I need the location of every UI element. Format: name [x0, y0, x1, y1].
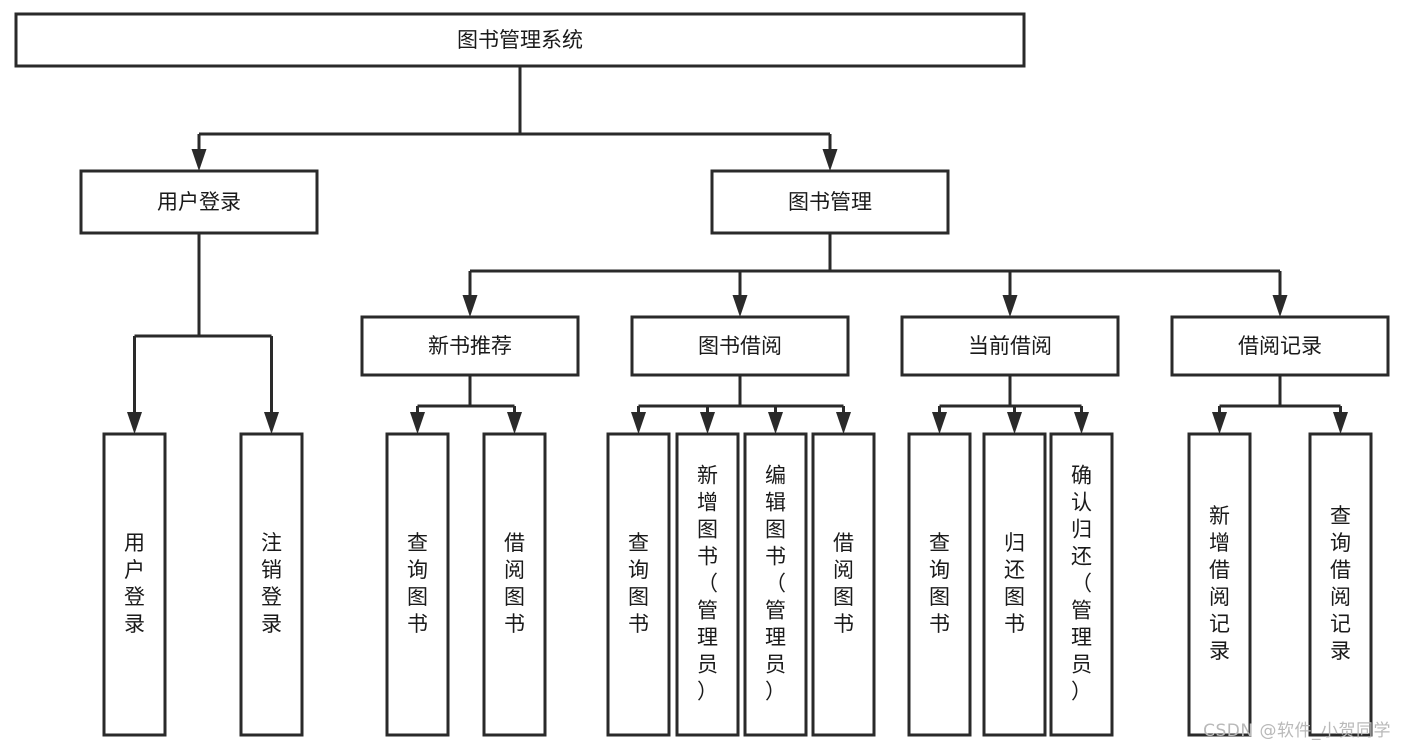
connector-group-book-manage	[462, 233, 1288, 317]
node-label-leaf-query-book-2: 查询图书	[628, 531, 649, 636]
node-box-new-book-rec[interactable]	[360, 315, 580, 377]
node-label-leaf-borrow-book-1: 借阅图书	[504, 531, 525, 636]
node-box-leaf-query-record[interactable]	[1308, 432, 1373, 737]
node-label-leaf-query-record: 查询借阅记录	[1330, 504, 1351, 663]
node-leaf-query-record[interactable]: 查询借阅记录	[1308, 432, 1373, 737]
arrow-head-icon	[836, 412, 851, 434]
node-borrow-record[interactable]: 借阅记录	[1170, 315, 1390, 377]
node-label-leaf-add-book: 新增图书（管理员）	[697, 464, 718, 704]
connector-group-current-borrow	[932, 375, 1089, 434]
connector-layer	[127, 66, 1348, 434]
node-box-leaf-user-logout[interactable]	[239, 432, 304, 737]
arrow-head-icon	[264, 412, 279, 434]
arrow-head-icon	[410, 412, 425, 434]
node-leaf-add-book[interactable]: 新增图书（管理员）	[675, 432, 740, 737]
arrow-head-icon	[1272, 295, 1288, 317]
node-label-book-manage: 图书管理	[788, 190, 872, 214]
node-box-leaf-borrow-book-1[interactable]	[482, 432, 547, 737]
node-box-leaf-borrow-book-2[interactable]	[811, 432, 876, 737]
node-label-new-book-rec: 新书推荐	[428, 334, 512, 358]
node-box-leaf-add-record[interactable]	[1187, 432, 1252, 737]
arrow-head-icon	[507, 412, 522, 434]
node-box-root[interactable]	[14, 12, 1026, 68]
node-box-leaf-query-book-3[interactable]	[907, 432, 972, 737]
node-label-user-login: 用户登录	[157, 190, 241, 214]
node-leaf-query-book-1[interactable]: 查询图书	[385, 432, 450, 737]
node-label-leaf-user-logout: 注销登录	[261, 531, 282, 636]
node-box-leaf-query-book-2[interactable]	[606, 432, 671, 737]
connector-group-new-book-rec	[410, 375, 522, 434]
node-label-current-borrow: 当前借阅	[968, 334, 1052, 358]
node-label-root: 图书管理系统	[457, 28, 583, 52]
node-box-leaf-edit-book[interactable]	[743, 432, 808, 737]
node-box-leaf-add-book[interactable]	[675, 432, 740, 737]
arrow-head-icon	[1074, 412, 1089, 434]
arrow-head-icon	[631, 412, 646, 434]
node-box-book-borrow[interactable]	[630, 315, 850, 377]
node-box-book-manage[interactable]	[710, 169, 950, 235]
node-leaf-query-book-2[interactable]: 查询图书	[606, 432, 671, 737]
node-box-leaf-return-book[interactable]	[982, 432, 1047, 737]
node-label-leaf-edit-book: 编辑图书（管理员）	[765, 464, 786, 704]
arrow-head-icon	[127, 412, 142, 434]
arrow-head-icon	[191, 149, 207, 171]
node-leaf-edit-book[interactable]: 编辑图书（管理员）	[743, 432, 808, 737]
node-leaf-return-book[interactable]: 归还图书	[982, 432, 1047, 737]
node-book-manage[interactable]: 图书管理	[710, 169, 950, 235]
arrow-head-icon	[462, 295, 478, 317]
node-label-leaf-query-book-3: 查询图书	[929, 531, 950, 636]
node-label-leaf-borrow-book-2: 借阅图书	[833, 531, 854, 636]
node-new-book-rec[interactable]: 新书推荐	[360, 315, 580, 377]
node-box-leaf-query-book-1[interactable]	[385, 432, 450, 737]
arrow-head-icon	[732, 295, 748, 317]
arrow-head-icon	[822, 149, 838, 171]
connector-group-borrow-record	[1212, 375, 1348, 434]
node-current-borrow[interactable]: 当前借阅	[900, 315, 1120, 377]
node-layer: 图书管理系统用户登录图书管理新书推荐图书借阅当前借阅借阅记录用户登录注销登录查询…	[14, 12, 1390, 737]
connector-group-user-login	[127, 233, 279, 434]
arrow-head-icon	[1333, 412, 1348, 434]
node-label-leaf-return-book: 归还图书	[1004, 531, 1025, 636]
node-box-current-borrow[interactable]	[900, 315, 1120, 377]
node-label-leaf-query-book-1: 查询图书	[407, 531, 428, 636]
node-label-leaf-add-record: 新增借阅记录	[1209, 504, 1230, 663]
arrow-head-icon	[768, 412, 783, 434]
node-user-login[interactable]: 用户登录	[79, 169, 319, 235]
arrow-head-icon	[1212, 412, 1227, 434]
node-leaf-user-logout[interactable]: 注销登录	[239, 432, 304, 737]
arrow-head-icon	[1002, 295, 1018, 317]
arrow-head-icon	[1007, 412, 1022, 434]
node-leaf-borrow-book-1[interactable]: 借阅图书	[482, 432, 547, 737]
node-label-leaf-user-login: 用户登录	[124, 531, 145, 636]
connector-group-root	[191, 66, 838, 171]
node-box-leaf-user-login[interactable]	[102, 432, 167, 737]
node-leaf-user-login[interactable]: 用户登录	[102, 432, 167, 737]
arrow-head-icon	[700, 412, 715, 434]
node-leaf-borrow-book-2[interactable]: 借阅图书	[811, 432, 876, 737]
node-label-book-borrow: 图书借阅	[698, 334, 782, 358]
node-label-borrow-record: 借阅记录	[1238, 334, 1322, 358]
csdn-watermark: CSDN @软件_小贺同学	[1203, 721, 1391, 741]
node-label-leaf-confirm-return: 确认归还（管理员）	[1071, 464, 1092, 704]
node-root[interactable]: 图书管理系统	[14, 12, 1026, 68]
node-leaf-query-book-3[interactable]: 查询图书	[907, 432, 972, 737]
node-box-leaf-confirm-return[interactable]	[1049, 432, 1114, 737]
node-box-user-login[interactable]	[79, 169, 319, 235]
node-box-borrow-record[interactable]	[1170, 315, 1390, 377]
arrow-head-icon	[932, 412, 947, 434]
node-leaf-confirm-return[interactable]: 确认归还（管理员）	[1049, 432, 1114, 737]
connector-group-book-borrow	[631, 375, 851, 434]
node-book-borrow[interactable]: 图书借阅	[630, 315, 850, 377]
node-leaf-add-record[interactable]: 新增借阅记录	[1187, 432, 1252, 737]
